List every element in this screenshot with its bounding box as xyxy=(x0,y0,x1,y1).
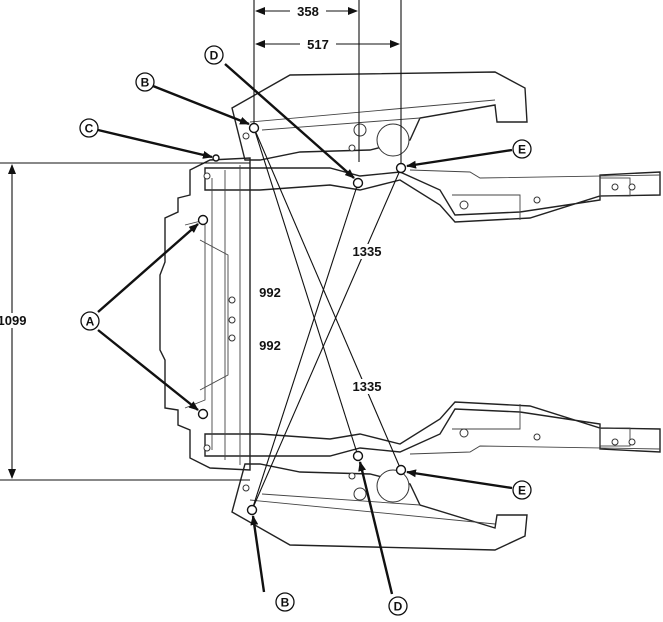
dim-992-lower-label: 992 xyxy=(259,338,281,353)
callout-b-bottom: B xyxy=(275,592,295,612)
callout-d-top: D xyxy=(204,45,224,65)
dim-992-upper-label: 992 xyxy=(259,285,281,300)
point-b-upper xyxy=(248,122,260,134)
diag-1335-b xyxy=(251,167,402,511)
point-d-lower xyxy=(352,450,364,462)
point-d-upper xyxy=(352,177,364,189)
callout-c: C xyxy=(79,118,99,138)
lower-frame-rail xyxy=(204,401,661,457)
callout-e-bottom-label: E xyxy=(518,484,526,498)
callout-d-top-label: D xyxy=(210,49,219,63)
dim-1099-label: 1099 xyxy=(0,313,26,328)
point-a-upper xyxy=(197,214,209,226)
point-b-lower xyxy=(246,504,258,516)
callout-b-top: B xyxy=(135,72,155,92)
point-e-upper xyxy=(395,162,407,174)
point-e-lower xyxy=(395,464,407,476)
measurement-points xyxy=(197,122,407,516)
dim-358-label: 358 xyxy=(297,4,319,19)
point-c xyxy=(212,154,220,162)
callout-b-bottom-label: B xyxy=(281,596,290,610)
callout-e-top: E xyxy=(512,139,532,159)
callout-e-top-label: E xyxy=(518,143,526,157)
diag-992-a xyxy=(253,127,359,457)
callout-e-bottom: E xyxy=(512,480,532,500)
callout-d-bottom-label: D xyxy=(394,600,403,614)
point-a-lower xyxy=(197,408,209,420)
callout-a-label: A xyxy=(86,315,95,329)
callout-d-bottom: D xyxy=(388,596,408,616)
front-crossmember xyxy=(159,157,251,471)
dim-517-label: 517 xyxy=(307,37,329,52)
dim-1335-upper-label: 1335 xyxy=(353,244,382,259)
callout-a: A xyxy=(80,311,100,331)
diag-1335-a xyxy=(253,127,402,471)
diag-992-b xyxy=(251,182,359,511)
vehicle-frame xyxy=(159,71,661,551)
callout-c-label: C xyxy=(85,122,94,136)
dimension-lines xyxy=(0,0,402,511)
dim-1335-lower-label: 1335 xyxy=(353,379,382,394)
callout-leaders xyxy=(97,63,513,595)
upper-frame-rail xyxy=(204,167,661,223)
callout-b-top-label: B xyxy=(141,76,150,90)
